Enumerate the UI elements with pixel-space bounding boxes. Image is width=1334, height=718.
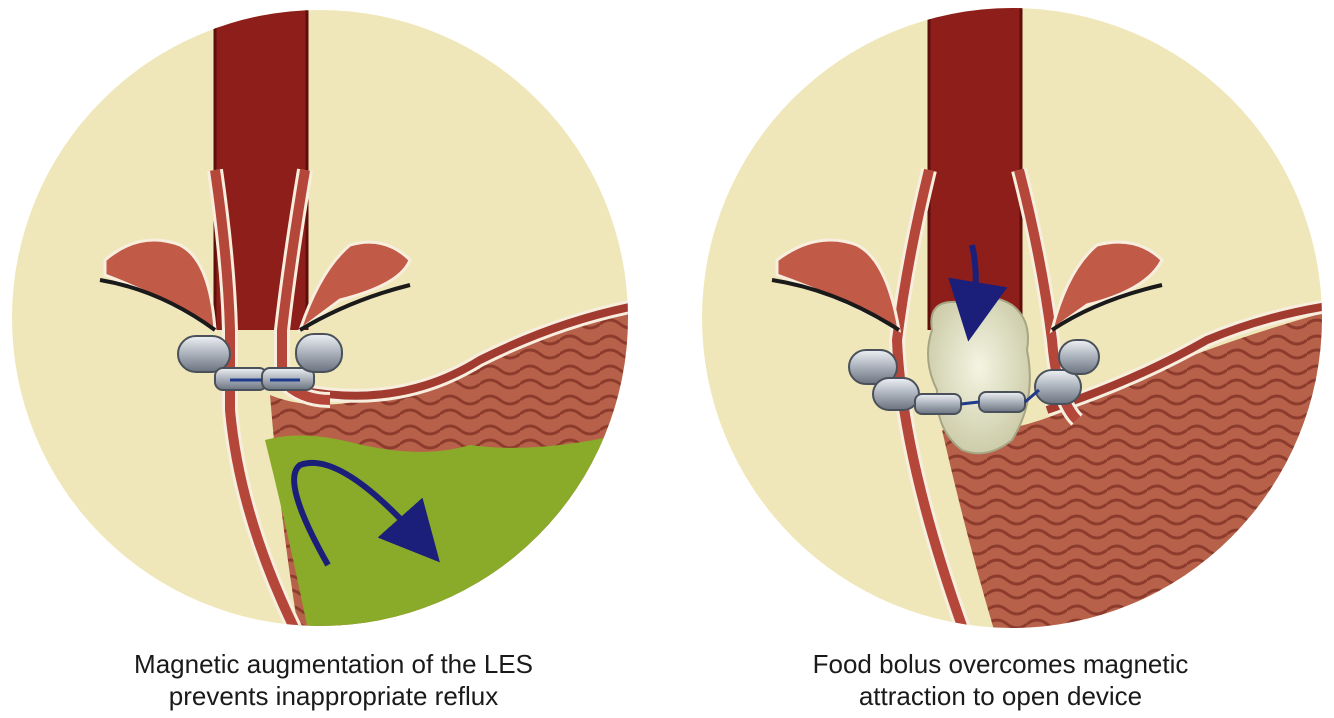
caption-open: Food bolus overcomes magnetic attraction… (667, 648, 1334, 712)
caption-closed: Magnetic augmentation of the LES prevent… (0, 648, 667, 712)
open-les-illustration (667, 0, 1334, 640)
panel-closed-les: Magnetic augmentation of the LES prevent… (0, 0, 667, 718)
caption-line-1: Magnetic augmentation of the LES (0, 648, 667, 680)
caption-line-2: attraction to open device (667, 680, 1334, 712)
closed-les-illustration (0, 0, 667, 640)
caption-line-1: Food bolus overcomes magnetic (667, 648, 1334, 680)
caption-line-2: prevents inappropriate reflux (0, 680, 667, 712)
panel-open-les: Food bolus overcomes magnetic attraction… (667, 0, 1334, 718)
